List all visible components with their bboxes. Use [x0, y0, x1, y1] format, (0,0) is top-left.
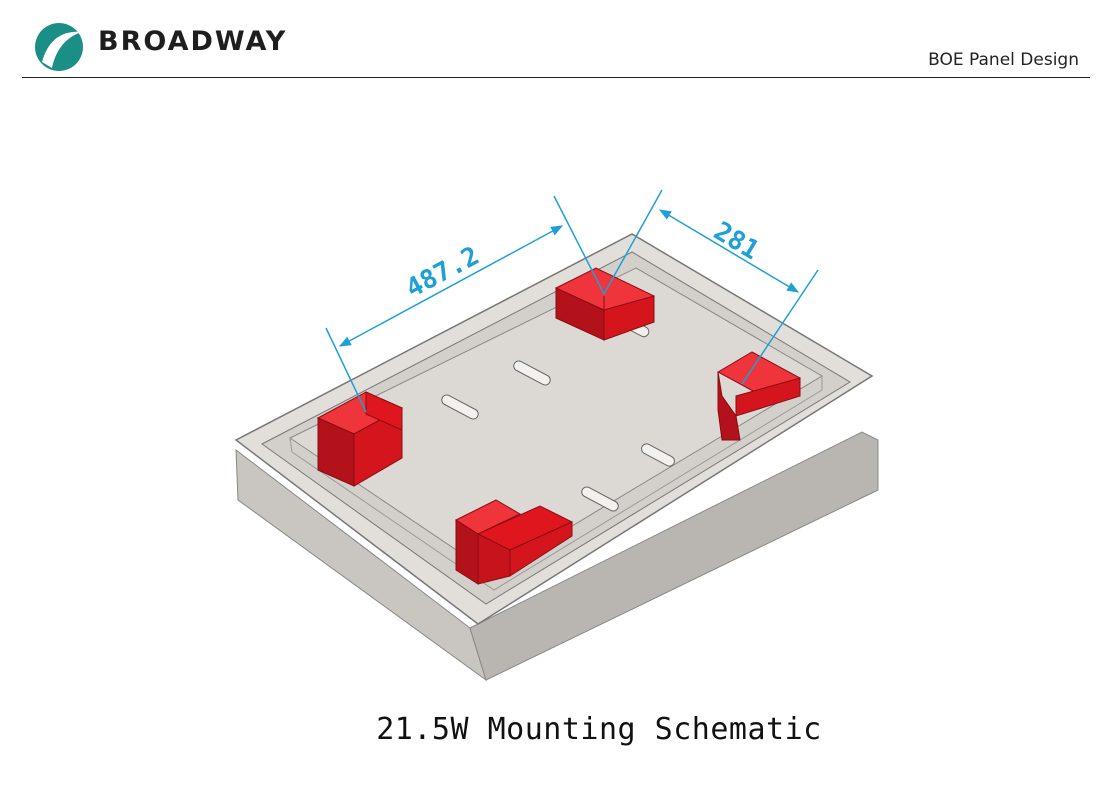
panel-frame	[234, 233, 879, 682]
document-title: BOE Panel Design	[928, 50, 1079, 70]
page-header: BROADWAY BOE Panel Design	[0, 0, 1111, 80]
figure-caption: 21.5W Mounting Schematic	[376, 712, 822, 747]
dimension-lines	[325, 189, 819, 413]
depth-dimension-label: 281	[708, 216, 764, 266]
brand-name: BROADWAY	[98, 26, 288, 57]
width-dimension-label: 487.2	[401, 241, 484, 304]
broadway-logo-icon	[35, 23, 83, 71]
mounting-slots	[441, 316, 675, 512]
header-divider	[22, 77, 1090, 78]
